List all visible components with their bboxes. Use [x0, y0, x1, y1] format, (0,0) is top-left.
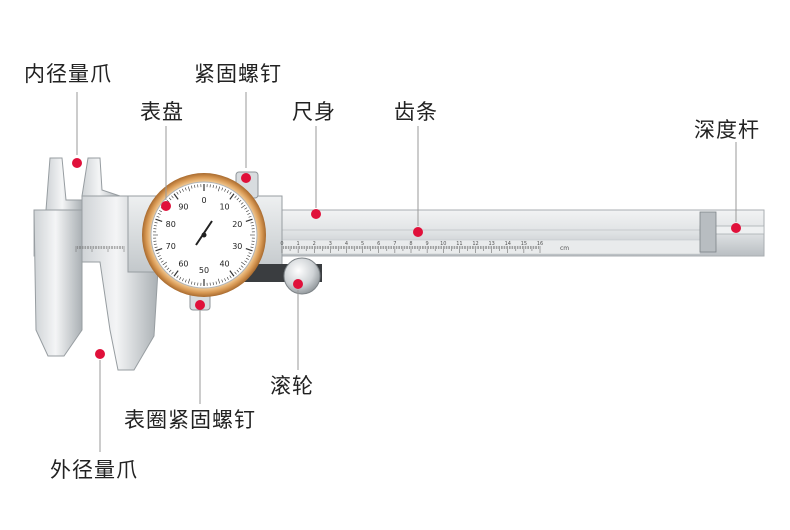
scale-number: 3 [329, 241, 332, 247]
scale-number: 5 [361, 241, 364, 247]
label-dial: 表盘 [140, 96, 184, 126]
scale-number: 2 [313, 241, 316, 247]
dial-number: 10 [219, 203, 229, 212]
dial-number: 60 [178, 259, 188, 268]
marker-depth-rod [731, 223, 741, 233]
marker-outer-jaw [95, 349, 105, 359]
dial-number: 30 [232, 242, 242, 251]
label-lock-screw: 紧固螺钉 [194, 58, 282, 88]
marker-inner-jaw [72, 158, 82, 168]
dial-number: 40 [219, 259, 229, 268]
dial-number: 50 [199, 266, 209, 275]
scale-number: 1 [297, 241, 300, 247]
marker-lock-screw [241, 173, 251, 183]
label-inner-jaw: 内径量爪 [24, 58, 112, 88]
scale-number: 4 [345, 241, 348, 247]
scale-number: 10 [440, 241, 446, 247]
label-rack: 齿条 [394, 96, 438, 126]
thumb-wheel [284, 258, 320, 294]
marker-thumb-wheel [293, 279, 303, 289]
scale-number: 13 [488, 241, 494, 247]
scale-number: 7 [393, 241, 396, 247]
scale-number: 6 [377, 241, 380, 247]
label-outer-jaw: 外径量爪 [50, 454, 138, 484]
scale-number: 8 [409, 241, 412, 247]
label-main-scale: 尺身 [292, 96, 336, 126]
depth-rod-clip [700, 212, 716, 252]
scale-number: 15 [521, 241, 527, 247]
label-bezel-lock-screw: 表圈紧固螺钉 [124, 404, 256, 434]
slider-inner-jaw [82, 158, 120, 196]
dial-number: 20 [232, 220, 242, 229]
marker-dial [161, 201, 171, 211]
scale-number: 14 [505, 241, 511, 247]
scale-unit: cm [560, 245, 569, 252]
scale-number: 12 [472, 241, 478, 247]
marker-bezel-lock-screw [195, 300, 205, 310]
dial-hub [202, 233, 207, 238]
label-depth-rod: 深度杆 [694, 114, 760, 144]
scale-number: 9 [426, 241, 429, 247]
dial-number: 70 [166, 242, 176, 251]
marker-rack [413, 227, 423, 237]
dial-number: 90 [178, 203, 188, 212]
dial-number: 0 [201, 196, 206, 205]
dial-number: 80 [166, 220, 176, 229]
scale-number: 16 [537, 241, 543, 247]
label-thumb-wheel: 滚轮 [270, 370, 314, 400]
fixed-outer-jaw [34, 210, 82, 356]
marker-main-scale [311, 209, 321, 219]
scale-number: 0 [280, 241, 283, 247]
scale-number: 11 [456, 241, 462, 247]
